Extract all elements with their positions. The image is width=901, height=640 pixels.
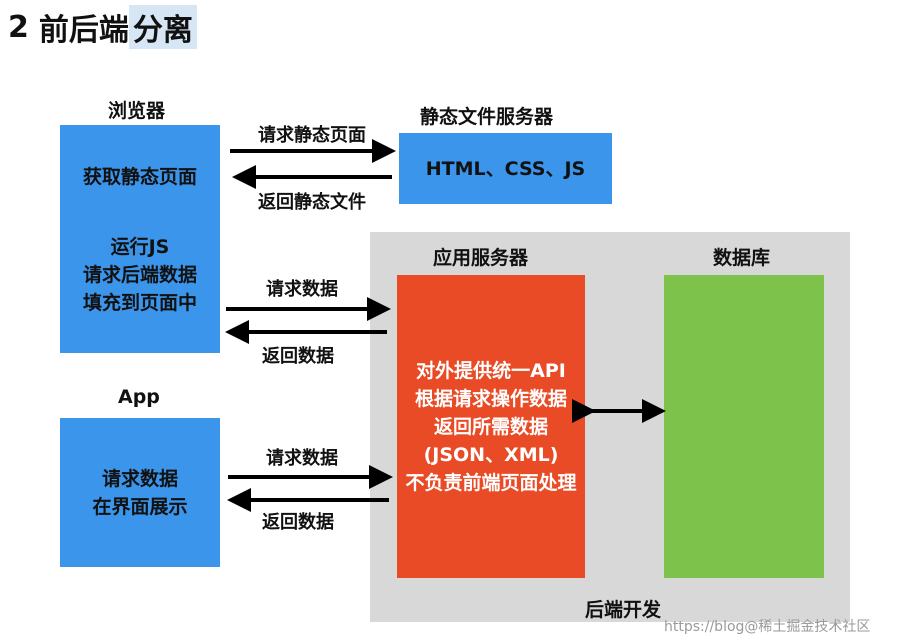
title-number: 2 <box>8 9 29 45</box>
static-server-box: HTML、CSS、JS <box>399 133 612 204</box>
browser-line-fill: 填充到页面中 <box>82 292 197 314</box>
app-server-box: 对外提供统一API 根据请求操作数据 返回所需数据 (JSON、XML) 不负责… <box>397 275 585 578</box>
app-server-line-format: (JSON、XML) <box>423 443 559 466</box>
database-box <box>664 275 824 578</box>
arrow-label-request-static: 请求静态页面 <box>258 125 366 146</box>
watermark: https://blog@稀土掘金技术社区 <box>664 619 871 635</box>
arrow-label-return-data-browser: 返回数据 <box>262 346 334 367</box>
arrow-label-return-static: 返回静态文件 <box>258 192 366 213</box>
page-title: 2 前后端 分离 <box>8 4 197 50</box>
static-server-content: HTML、CSS、JS <box>425 157 586 180</box>
arrow-label-return-data-app: 返回数据 <box>262 512 334 533</box>
arrow-label-request-data-app: 请求数据 <box>266 448 338 469</box>
browser-line-request: 请求后端数据 <box>82 264 197 286</box>
browser-line-run-js: 运行JS <box>110 236 170 258</box>
app-line-request: 请求数据 <box>101 467 178 490</box>
browser-box: 获取静态页面 运行JS 请求后端数据 填充到页面中 <box>60 125 220 353</box>
backend-label: 后端开发 <box>585 599 662 621</box>
database-label: 数据库 <box>713 247 771 269</box>
app-label: App <box>118 386 160 408</box>
app-server-line-operate: 根据请求操作数据 <box>414 387 567 410</box>
static-server-label: 静态文件服务器 <box>420 106 554 128</box>
browser-line-get-static: 获取静态页面 <box>82 166 197 188</box>
title-highlight: 分离 <box>128 5 197 49</box>
app-server-line-no-frontend: 不负责前端页面处理 <box>405 471 577 494</box>
browser-label: 浏览器 <box>108 100 166 122</box>
app-server-label: 应用服务器 <box>433 247 529 269</box>
app-box: 请求数据 在界面展示 <box>60 418 220 567</box>
app-server-line-api: 对外提供统一API <box>416 359 566 382</box>
arrow-label-request-data-browser: 请求数据 <box>266 279 338 300</box>
app-line-display: 在界面展示 <box>92 495 188 518</box>
app-server-line-return: 返回所需数据 <box>433 415 548 438</box>
title-main: 前后端 <box>38 13 129 48</box>
